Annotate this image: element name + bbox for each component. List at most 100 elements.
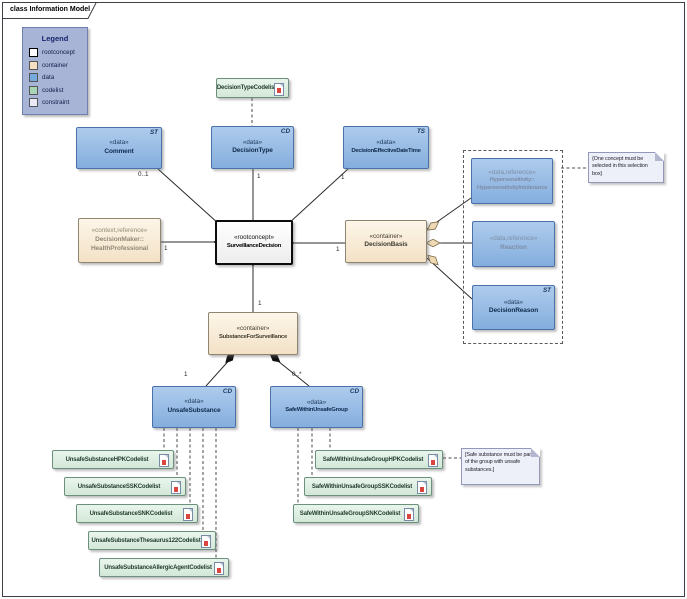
stereotype: «data» <box>503 298 524 306</box>
legend[interactable]: Legend rootconcept container data codeli… <box>22 27 88 115</box>
note-text: [Safe substance must be part of the grou… <box>465 452 533 473</box>
codelist-safe-ssk[interactable]: SafeWithinUnsafeGroupSSKCodelist <box>304 477 432 496</box>
document-icon <box>214 562 224 575</box>
multiplicity-decision-basis: 1 <box>336 246 340 253</box>
codelist-unsafe-ssk[interactable]: UnsafeSubstanceSSKCodelist <box>64 477 186 496</box>
type-tag: ST <box>149 129 158 136</box>
document-icon <box>201 535 211 548</box>
legend-swatch-rootconcept <box>29 48 38 57</box>
stereotype: «data,reference» <box>488 168 536 176</box>
document-icon <box>417 481 427 494</box>
legend-label: rootconcept <box>42 49 75 56</box>
node-unsafe-substance[interactable]: CD «data» UnsafeSubstance <box>152 386 236 428</box>
node-name: Comment <box>104 147 134 155</box>
node-reaction[interactable]: «data,reference» Reaction <box>472 221 555 267</box>
stereotype: «data» <box>306 398 327 406</box>
node-name: DecisionMaker:: <box>95 235 144 243</box>
document-icon <box>183 508 193 521</box>
legend-swatch-codelist <box>29 85 38 95</box>
legend-item: constraint <box>29 98 87 107</box>
node-name: SurveillanceDecision <box>226 242 282 249</box>
stereotype: «data» <box>184 398 204 406</box>
node-decision-reason[interactable]: ST «data» DecisionReason <box>472 285 555 330</box>
node-name: DecisionBasis <box>364 241 408 249</box>
document-icon <box>428 454 438 467</box>
node-name: DecisionEffectiveDateTime <box>351 147 421 154</box>
type-tag: CD <box>222 388 232 395</box>
multiplicity-comment: 0..1 <box>138 171 149 178</box>
codelist-unsafe-snk[interactable]: UnsafeSubstanceSNKCodelist <box>76 504 198 523</box>
codelist-label: UnsafeSubstanceThesaurus122Codelist <box>91 537 201 544</box>
node-decision-basis[interactable]: «container» DecisionBasis <box>345 220 427 263</box>
document-icon <box>274 82 284 96</box>
stereotype: «context,reference» <box>91 227 148 235</box>
legend-swatch-container <box>29 60 38 70</box>
type-tag: ST <box>542 287 551 294</box>
multiplicity-decision-effective-datetime: 1 <box>341 174 345 181</box>
type-tag: CD <box>280 128 290 135</box>
stereotype: «data» <box>376 139 396 147</box>
legend-label: container <box>42 61 68 69</box>
node-name: SubstanceForSurveillance <box>219 333 287 340</box>
node-hypersensitivity-intolerance[interactable]: «data,reference» Hypersensitivity:: Hype… <box>471 158 553 204</box>
codelist-label: UnsafeSubstanceHPKCodelist <box>65 456 149 463</box>
node-name: Hypersensitivity:: <box>489 177 535 184</box>
codelist-safe-hpk[interactable]: SafeWithinUnsafeGroupHPKCodelist <box>315 450 443 469</box>
codelist-decision-type[interactable]: DecisionTypeCodelist <box>216 78 289 98</box>
multiplicity-decision-type: 1 <box>257 173 261 180</box>
codelist-label: SafeWithinUnsafeGroupSNKCodelist <box>299 510 401 517</box>
multiplicity-unsafe-substance: 1 <box>184 371 188 378</box>
legend-item: container <box>29 60 87 70</box>
legend-item: rootconcept <box>29 48 87 57</box>
codelist-label: DecisionTypeCodelist <box>216 85 277 91</box>
codelist-label: UnsafeSubstanceAllergicAgentCodelist <box>104 564 212 571</box>
selection-boundary <box>463 150 563 344</box>
multiplicity-substance-for-surveillance: 1 <box>258 300 262 307</box>
node-name: SafeWithinUnsafeGroup <box>285 407 348 414</box>
multiplicity-decision-maker: 1 <box>164 245 168 252</box>
node-surveillance-decision[interactable]: «rootconcept» SurveillanceDecision <box>215 220 293 265</box>
node-decision-maker[interactable]: «context,reference» DecisionMaker:: Heal… <box>78 218 161 263</box>
node-decision-effective-datetime[interactable]: TS «data» DecisionEffectiveDateTime <box>343 126 429 169</box>
document-icon <box>159 454 169 467</box>
codelist-safe-snk[interactable]: SafeWithinUnsafeGroupSNKCodelist <box>293 504 419 523</box>
node-substance-for-surveillance[interactable]: «container» SubstanceForSurveillance <box>208 312 298 355</box>
codelist-unsafe-hpk[interactable]: UnsafeSubstanceHPKCodelist <box>52 450 174 469</box>
legend-label: data <box>42 74 55 81</box>
node-decision-type[interactable]: CD «data» DecisionType <box>211 126 294 169</box>
legend-item: codelist <box>29 85 87 95</box>
node-safe-within-unsafe-group[interactable]: CD «data» SafeWithinUnsafeGroup <box>270 386 363 428</box>
stereotype: «rootconcept» <box>234 234 274 242</box>
codelist-label: UnsafeSubstanceSNKCodelist <box>89 510 173 517</box>
type-tag: TS <box>416 128 425 135</box>
stereotype: «container» <box>236 325 270 333</box>
legend-title: Legend <box>41 34 69 43</box>
codelist-label: SafeWithinUnsafeGroupSSKCodelist <box>311 483 413 490</box>
codelist-unsafe-allergic-agent[interactable]: UnsafeSubstanceAllergicAgentCodelist <box>99 558 229 577</box>
node-name-2: HealthProfessional <box>90 244 149 252</box>
node-name: UnsafeSubstance <box>167 406 221 414</box>
legend-label: constraint <box>42 99 70 106</box>
node-comment[interactable]: ST «data» Comment <box>76 127 162 169</box>
multiplicity-safe-within-unsafe-group: 0..* <box>292 371 302 378</box>
stereotype: «data» <box>109 139 129 147</box>
note-safe-substance-constraint[interactable]: [Safe substance must be part of the grou… <box>461 448 540 485</box>
diagram-title: class Information Model <box>10 6 91 13</box>
codelist-label: SafeWithinUnsafeGroupHPKCodelist <box>322 456 424 463</box>
note-selection-constraint[interactable]: {One concept must be selected in this se… <box>588 152 664 183</box>
node-name: DecisionType <box>232 147 273 155</box>
node-name: Reaction <box>500 243 527 251</box>
type-tag: CD <box>349 388 359 395</box>
document-icon <box>171 481 181 494</box>
node-name-2: HypersensitivityIntolerance <box>476 185 548 192</box>
codelist-unsafe-thesaurus122[interactable]: UnsafeSubstanceThesaurus122Codelist <box>88 531 216 550</box>
legend-swatch-data <box>29 73 38 82</box>
legend-swatch-constraint <box>29 98 38 107</box>
note-text: {One concept must be selected in this se… <box>592 156 648 177</box>
legend-item: data <box>29 73 87 82</box>
stereotype: «data» <box>242 138 263 146</box>
stereotype: «data,reference» <box>489 235 538 243</box>
stereotype: «container» <box>369 232 403 240</box>
legend-label: codelist <box>42 86 64 94</box>
